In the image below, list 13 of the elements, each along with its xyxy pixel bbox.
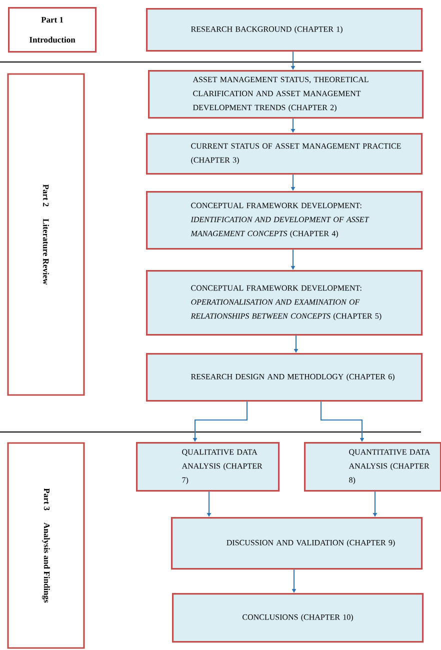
chapter-box: DISCUSSION AND VALIDATION (CHAPTER 9) (171, 517, 423, 570)
chapter-box: CONCEPTUAL FRAMEWORK DEVELOPMENT: OPERATIONALISATION AND EXAMINATION OF RELATIONSHIPS BETWEEN CONCEPTS (CHAPTER 5) (146, 270, 423, 336)
part-box: Part 1 Introduction (8, 7, 97, 53)
chapter-box: QUANTITATIVE DATA ANALYSIS (CHAPTER 8) (304, 442, 441, 492)
chapter-box: RESEARCH DESIGN AND METHODLOGY (CHAPTER 6) (146, 353, 423, 402)
chapter-box: RESEARCH BACKGROUND (CHAPTER 1) (146, 8, 423, 52)
chapter-box: CONCEPTUAL FRAMEWORK DEVELOPMENT: IDENTIFICATION AND DEVELOPMENT OF ASSET MANAGEMENT CONCEPTS (CHAPTER 4) (146, 191, 423, 250)
chapter-box: CONCLUSIONS (CHAPTER 10) (172, 593, 424, 643)
chapter-box: ASSET MANAGEMENT STATUS, THEORETICAL CLARIFICATION AND ASSET MANAGEMENT DEVELOPMENT TRENDS (CHAPTER 2) (148, 70, 424, 119)
chapter-box: CURRENT STATUS OF ASSET MANAGEMENT PRACTICE (CHAPTER 3) (146, 133, 423, 175)
part-box: Part 3 Analysis and Findings (7, 442, 85, 649)
chapter-box: QUALITATIVE DATA ANALYSIS (CHAPTER 7) (136, 442, 280, 492)
part-box: Part 2 Literature Review (7, 73, 85, 396)
